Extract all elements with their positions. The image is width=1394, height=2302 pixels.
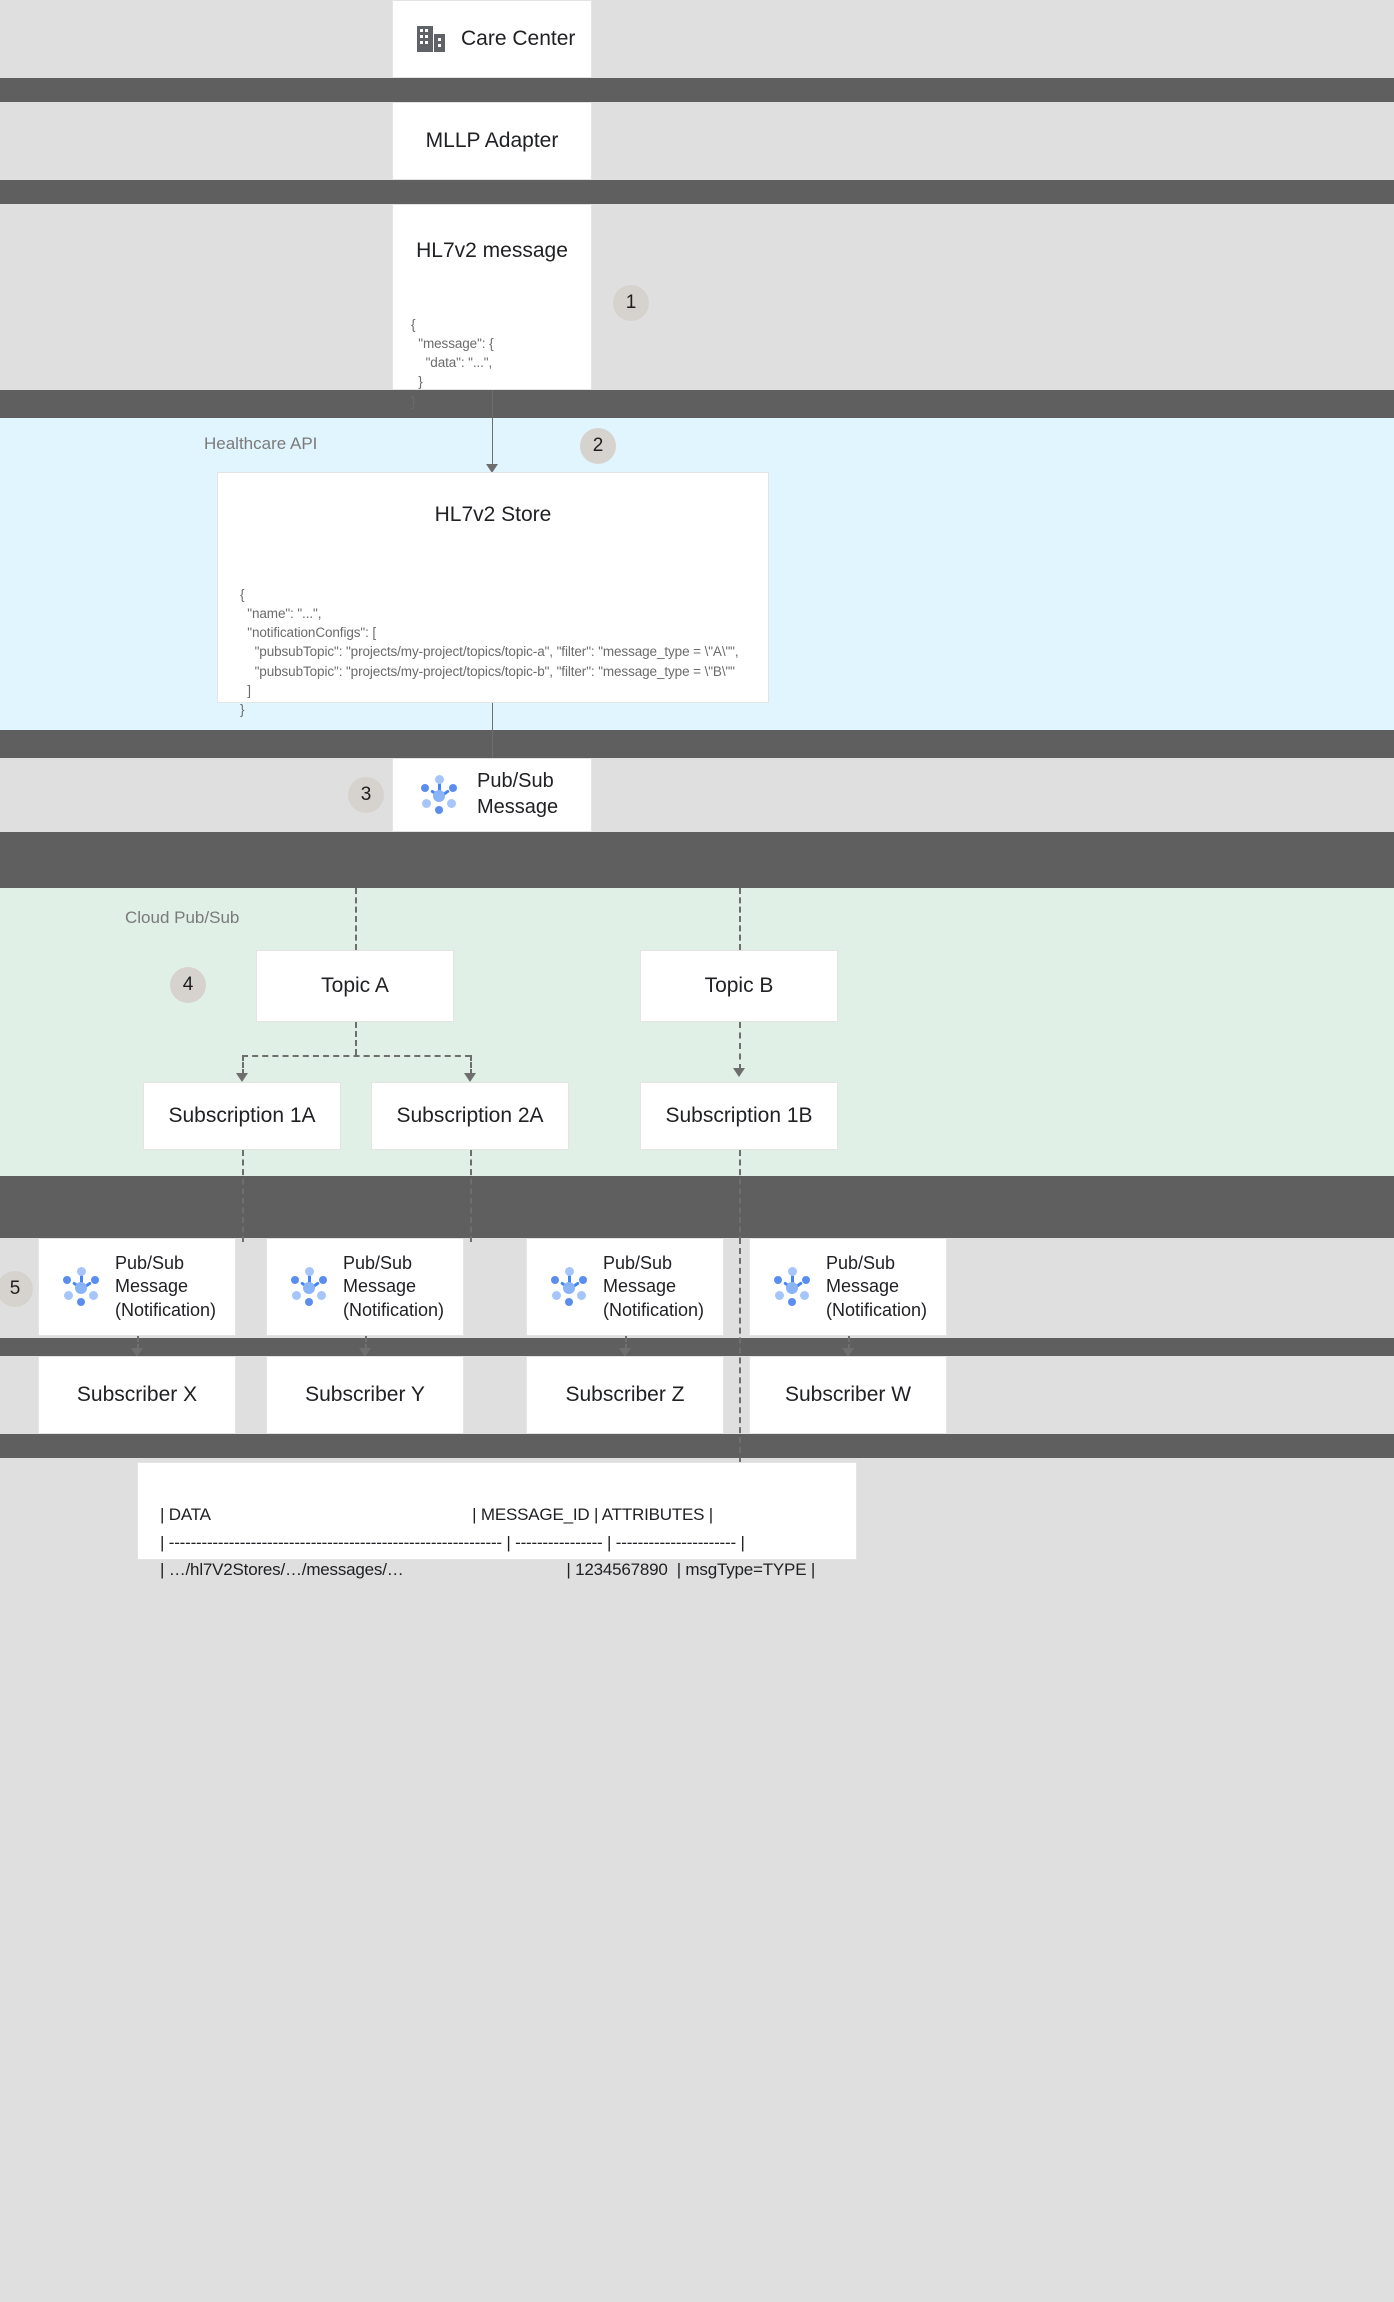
arrow-to-subscription-2a [464,1073,476,1082]
node-topic-b[interactable]: Topic B [640,950,838,1022]
connector-topic-a-to-sub2a [470,1055,472,1075]
arrow-to-subscriber-x [131,1348,143,1357]
band-mllp [0,102,1394,180]
step-badge-3: 3 [348,777,384,813]
notification-card-4-label: Pub/Sub Message (Notification) [826,1252,928,1320]
connector-topic-a-to-sub1a [242,1055,244,1075]
node-subscription-1a[interactable]: Subscription 1A [143,1082,341,1150]
output-table: | DATA | MESSAGE_ID | ATTRIBUTES | | ---… [137,1462,857,1579]
node-subscriber-y-label: Subscriber Y [305,1383,425,1407]
node-topic-b-label: Topic B [704,974,774,998]
band-divider-2 [0,180,1394,204]
node-subscription-2a-label: Subscription 2A [396,1104,544,1128]
node-hl7v2-store-title: HL7v2 Store [434,503,552,526]
node-topic-a[interactable]: Topic A [256,950,454,1022]
notification-card-1[interactable]: Pub/Sub Message (Notification) [38,1238,236,1336]
node-topic-a-label: Topic A [321,974,389,998]
band-divider-7 [0,1338,1394,1356]
node-hl7v2-store[interactable]: HL7v2 Store { "name": "...", "notificati… [217,472,769,717]
connector-sub1a-to-notification [242,1150,244,1242]
section-label-healthcare-api: Healthcare API [204,434,318,453]
band-care-center [0,0,1394,78]
band-hl7-message [0,204,1394,390]
step-badge-4: 4 [170,967,206,1003]
node-pubsub-message-label: Pub/Sub Message [477,770,559,818]
connector-sub1b-to-notification [739,1150,741,1242]
node-care-center-label: Care Center [461,27,576,51]
band-divider-1 [0,78,1394,102]
connector-subscriber-to-output [739,1238,741,1463]
pubsub-icon [419,775,459,815]
node-subscriber-w-label: Subscriber W [784,1383,912,1407]
connector-topic-a-stem [355,1022,357,1055]
notification-card-2-label: Pub/Sub Message (Notification) [343,1252,445,1320]
step-badge-1: 1 [613,285,649,321]
arrow-to-subscription-1b [733,1068,745,1077]
node-subscriber-z[interactable]: Subscriber Z [526,1356,724,1434]
connector-store-to-pubsub [492,703,493,758]
connector-sub2a-to-notification [470,1150,472,1242]
arrow-to-subscription-1a [236,1073,248,1082]
pubsub-icon [772,1267,812,1307]
band-divider-8 [0,1434,1394,1458]
node-subscription-1b[interactable]: Subscription 1B [640,1082,838,1150]
node-hl7v2-store-code: { "name": "...", "notificationConfigs": … [240,587,739,717]
pubsub-icon [289,1267,329,1307]
node-hl7v2-message-code: { "message": { "data": "...", } } [411,317,494,409]
arrow-message-to-store [486,464,498,473]
band-divider-4 [0,730,1394,758]
connector-message-to-store [492,390,493,468]
pubsub-icon [61,1267,101,1307]
notification-card-3-label: Pub/Sub Message (Notification) [603,1252,705,1320]
node-subscriber-w[interactable]: Subscriber W [749,1356,947,1434]
node-pubsub-message[interactable]: Pub/Sub Message [392,758,592,832]
notification-card-1-label: Pub/Sub Message (Notification) [115,1252,217,1320]
connector-pubsub-to-topic-b [739,888,741,950]
notification-card-2[interactable]: Pub/Sub Message (Notification) [266,1238,464,1336]
node-subscriber-x[interactable]: Subscriber X [38,1356,236,1434]
arrow-to-subscriber-w [842,1348,854,1357]
notification-card-3[interactable]: Pub/Sub Message (Notification) [526,1238,724,1336]
node-mllp-adapter-label: MLLP Adapter [425,129,559,153]
notification-card-4[interactable]: Pub/Sub Message (Notification) [749,1238,947,1336]
node-mllp-adapter[interactable]: MLLP Adapter [392,102,592,180]
node-hl7v2-message[interactable]: HL7v2 message { "message": { "data": "..… [392,204,592,409]
connector-topic-a-bus [242,1055,471,1057]
band-divider-6 [0,1176,1394,1238]
band-pubsub-message [0,758,1394,832]
band-divider-3 [0,390,1394,418]
node-subscriber-z-label: Subscriber Z [565,1383,685,1407]
connector-pubsub-to-topic-a [355,888,357,950]
node-hl7v2-message-title: HL7v2 message [416,239,568,262]
pubsub-icon [549,1267,589,1307]
section-label-cloud-pubsub: Cloud Pub/Sub [125,908,240,927]
node-subscription-1a-label: Subscription 1A [168,1104,316,1128]
connector-topic-b-to-sub1b [739,1022,741,1070]
node-subscription-2a[interactable]: Subscription 2A [371,1082,569,1150]
step-badge-2: 2 [580,428,616,464]
arrow-to-subscriber-z [619,1348,631,1357]
node-subscriber-y[interactable]: Subscriber Y [266,1356,464,1434]
node-care-center[interactable]: Care Center [392,0,592,78]
building-icon [417,26,445,52]
step-badge-5: 5 [0,1271,33,1307]
band-divider-5 [0,832,1394,888]
arrow-to-subscriber-y [359,1348,371,1357]
node-subscriber-x-label: Subscriber X [76,1383,198,1407]
node-subscription-1b-label: Subscription 1B [665,1104,813,1128]
